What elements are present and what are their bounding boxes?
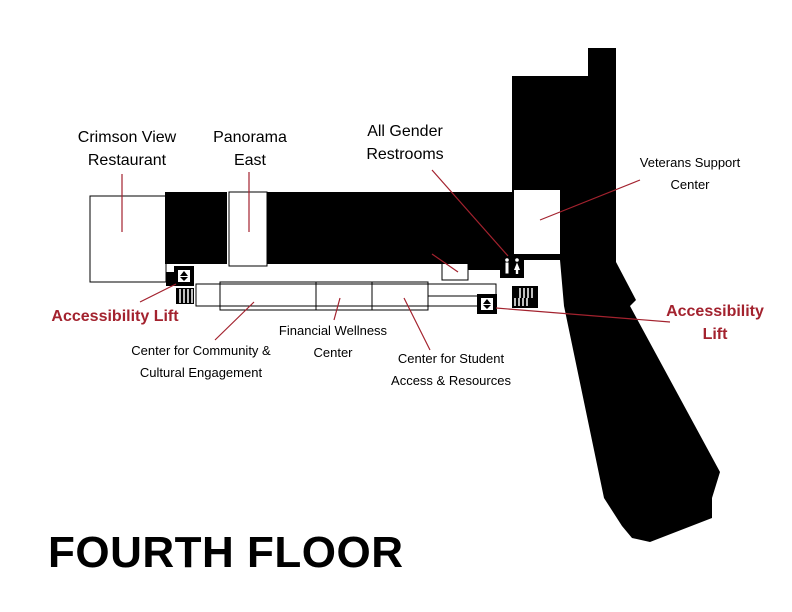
central-block xyxy=(272,192,516,270)
panorama-room xyxy=(228,191,268,267)
panorama-room-block xyxy=(266,192,272,264)
label-panorama-east: Panorama East xyxy=(213,129,287,169)
east-wing xyxy=(512,48,720,542)
east-corridor-strip xyxy=(427,295,481,307)
label-veterans-support: Veterans Support Center xyxy=(639,155,741,192)
label-all-gender-restrooms: All Gender Restrooms xyxy=(366,123,444,163)
restroom-icon xyxy=(500,256,524,278)
stairs-icon xyxy=(512,286,538,308)
west-block xyxy=(165,192,227,264)
label-accessibility-lift-left: Accessibility Lift xyxy=(51,308,179,325)
label-crimson-view: Crimson View Restaurant xyxy=(77,129,177,169)
label-accessibility-lift-right: Accessibility Lift xyxy=(666,303,764,343)
radio-room xyxy=(441,261,469,281)
floor-title: FOURTH FLOOR xyxy=(48,528,404,577)
label-student-access: Center for Student Access & Resources xyxy=(391,351,511,388)
label-financial-wellness: Financial Wellness Center xyxy=(278,323,388,360)
label-kute-radio: K-UTE Student Radio xyxy=(368,229,456,266)
label-community-cultural: Center for Community & Cultural Engageme… xyxy=(131,343,271,380)
corridor-outline xyxy=(195,283,497,307)
veterans-room xyxy=(514,190,560,254)
crimson-view-room xyxy=(89,195,167,283)
